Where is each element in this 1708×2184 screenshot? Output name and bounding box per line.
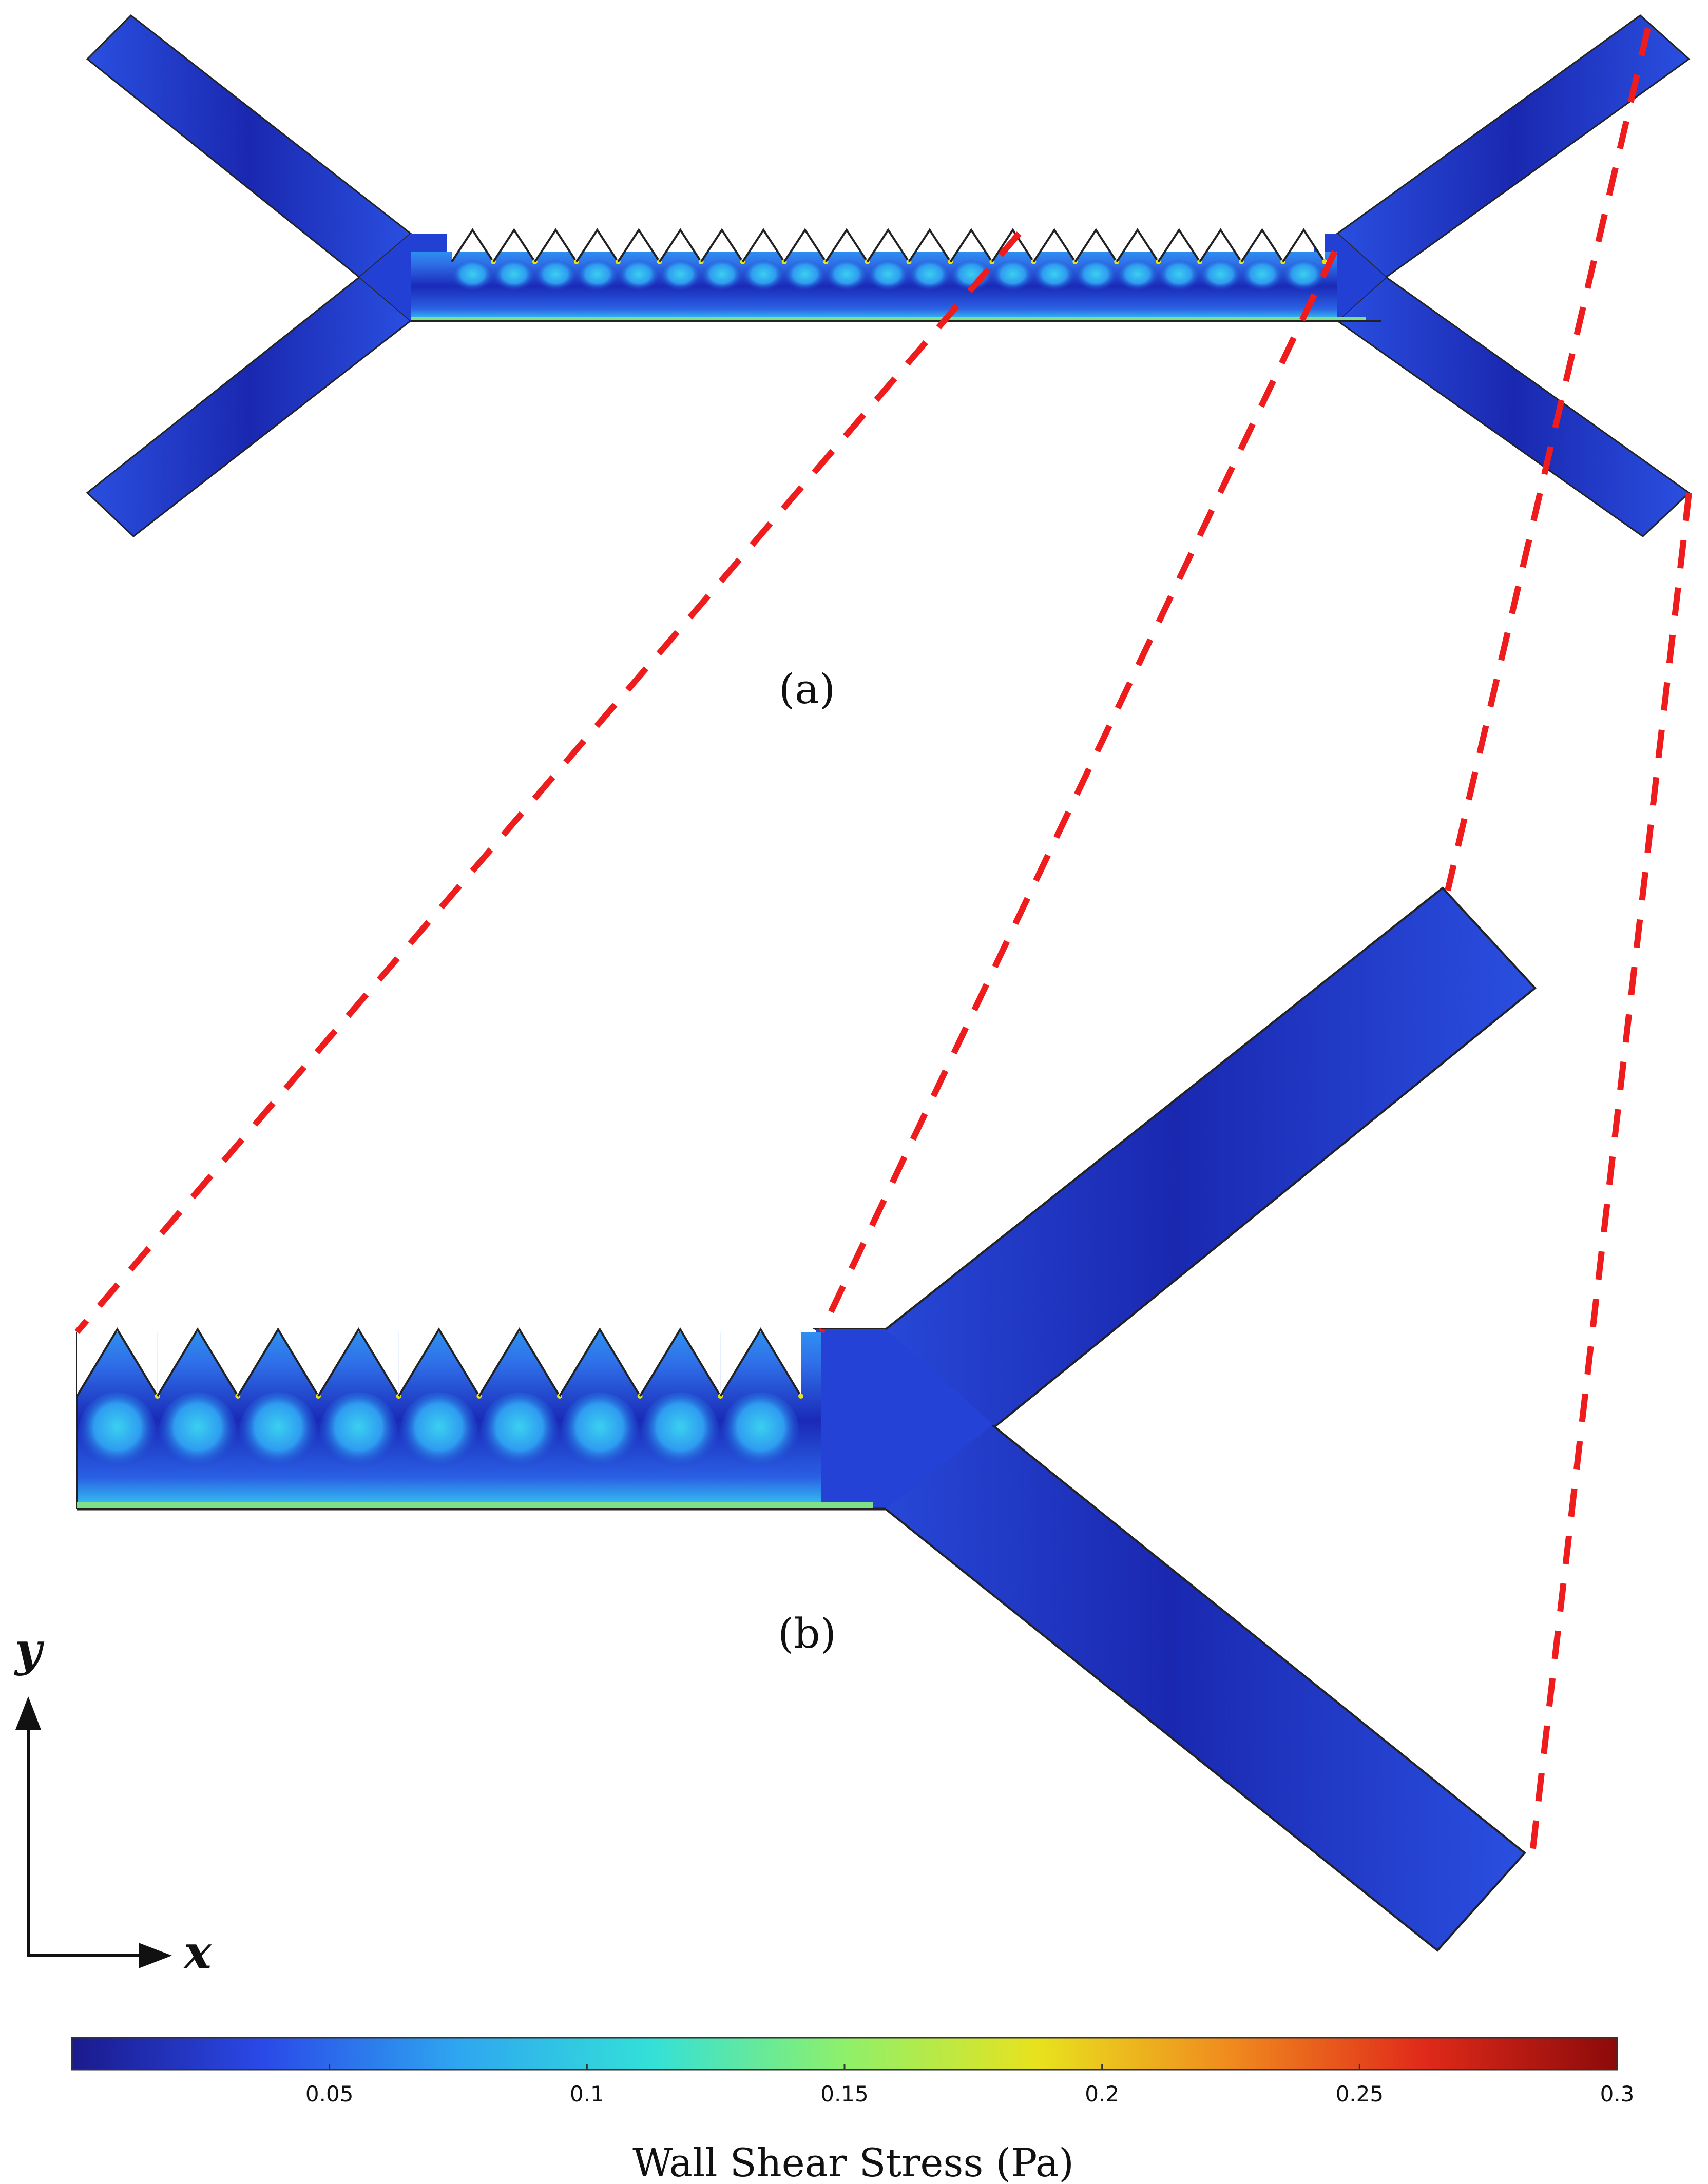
panel-a-bubble [494, 260, 534, 291]
axes-indicator [15, 1696, 172, 1968]
colorbar-tick-label: 0.15 [820, 2081, 869, 2106]
panel-a-bubble [452, 260, 493, 291]
colorbar-tick-label: 0.2 [1085, 2081, 1119, 2106]
colorbar-tick-label: 0.05 [305, 2081, 354, 2106]
panel-b-tooth [478, 1327, 561, 1397]
x-axis-arrowhead [139, 1943, 172, 1968]
panel-a-bubble [1076, 260, 1116, 291]
colorbar [71, 2037, 1618, 2071]
panel-a-tooth [1240, 228, 1284, 263]
panel-a-tooth [700, 228, 744, 263]
panel-a-bubble [619, 260, 659, 291]
panel-a-tooth [908, 228, 952, 263]
panel-a-bubble [1117, 260, 1158, 291]
panel-a-bubble [535, 260, 576, 291]
panel-a-tooth [1157, 228, 1201, 263]
panel-a-bubble [577, 260, 618, 291]
panel-b-arm-upper [812, 886, 1537, 1434]
panel-b-label: (b) [778, 1610, 836, 1657]
colorbar-tick-label: 0.1 [570, 2081, 604, 2106]
panel-a-arm-upper-left [86, 14, 412, 278]
panel-a-bubble [702, 260, 742, 291]
panel-a-arm-lower-left [86, 276, 412, 537]
panel-b-tooth [639, 1327, 722, 1397]
panel-a-teeth-row [451, 228, 1327, 291]
panel-a-bubble [1159, 260, 1199, 291]
panel-a-tooth [824, 228, 869, 263]
panel-a-tooth [617, 228, 661, 263]
panel-a-tooth [1282, 228, 1326, 263]
y-axis-arrowhead [15, 1696, 41, 1730]
panel-b-bubble [641, 1392, 719, 1470]
zoom-line-2 [818, 250, 1338, 1333]
panel-a-tooth [866, 228, 910, 263]
panel-b-bubble [320, 1392, 397, 1470]
panel-a-tooth [949, 228, 993, 263]
colorbar-tick-label: 0.3 [1600, 2081, 1635, 2106]
panel-b-tooth [76, 1327, 159, 1397]
panel-b-tooth [156, 1327, 239, 1397]
panel-a-label: (a) [779, 665, 835, 713]
y-axis-label: y [14, 1622, 45, 1677]
panel-b-teeth-row [76, 1327, 803, 1470]
panel-b-bubble [481, 1392, 558, 1470]
panel-a-bubble [868, 260, 908, 291]
panel-a-arm-upper-right [1336, 14, 1691, 278]
panel-a-tooth [534, 228, 578, 263]
panel-a-tooth [783, 228, 827, 263]
panel-a-bubble [1034, 260, 1074, 291]
panel-a-bubble [993, 260, 1033, 291]
panel-a-tooth [991, 228, 1035, 263]
panel-b-bubble [561, 1392, 639, 1470]
panel-a-bubble [743, 260, 783, 291]
panel-b-bubble [722, 1392, 799, 1470]
panel-a-bubble [1242, 260, 1282, 291]
panel-a-tooth [575, 228, 619, 263]
panel-a-bubble [1200, 260, 1241, 291]
panel-a-bubble [951, 260, 991, 291]
zoom-line-4 [1529, 492, 1692, 1853]
panel-a-tooth [1199, 228, 1242, 263]
panel-a-arm-lower-right [1336, 276, 1691, 537]
panel-b-arm-lower [816, 1420, 1526, 1952]
zoom-line-3 [1445, 27, 1651, 892]
panel-a-bubble [827, 260, 867, 291]
panel-b-bubble [239, 1392, 317, 1470]
x-axis-label: x [183, 1925, 212, 1980]
panel-a-tooth [492, 228, 536, 263]
panel-a-tooth [1032, 228, 1076, 263]
colorbar-title: Wall Shear Stress (Pa) [632, 2140, 1074, 2184]
panel-b-tooth [559, 1327, 641, 1397]
panel-a-bubble [1283, 260, 1324, 291]
panel-a-geometry [86, 14, 1691, 537]
panel-a-bubble [785, 260, 825, 291]
panel-a-tooth [451, 228, 494, 263]
panel-b-bubble [79, 1392, 156, 1470]
zoom-line-1 [74, 231, 1022, 1334]
panel-b-bubble [159, 1392, 237, 1470]
panel-b-bubble [400, 1392, 478, 1470]
panel-a-tooth [741, 228, 785, 263]
panel-a-tooth [1074, 228, 1118, 263]
panel-b-tip-hotspot [798, 1394, 803, 1399]
panel-b-tooth [719, 1327, 802, 1397]
panel-a-tooth [659, 228, 702, 263]
panel-a-tooth [1116, 228, 1159, 263]
panel-b-tooth [317, 1327, 400, 1397]
colorbar-tick-label: 0.25 [1336, 2081, 1384, 2106]
panel-a-bubble [660, 260, 701, 291]
panel-a-tip-hotspot [1322, 259, 1327, 264]
panel-b-junction [816, 1329, 993, 1509]
panel-b-tooth [237, 1327, 319, 1397]
colorbar-ticks: 0.05 0.1 0.15 0.2 0.25 0.3 [305, 2064, 1634, 2106]
panel-a-bubble [910, 260, 950, 291]
panel-b-geometry [76, 886, 1537, 1952]
zoom-connector-lines [74, 27, 1692, 1853]
panel-b-tooth [397, 1327, 481, 1397]
